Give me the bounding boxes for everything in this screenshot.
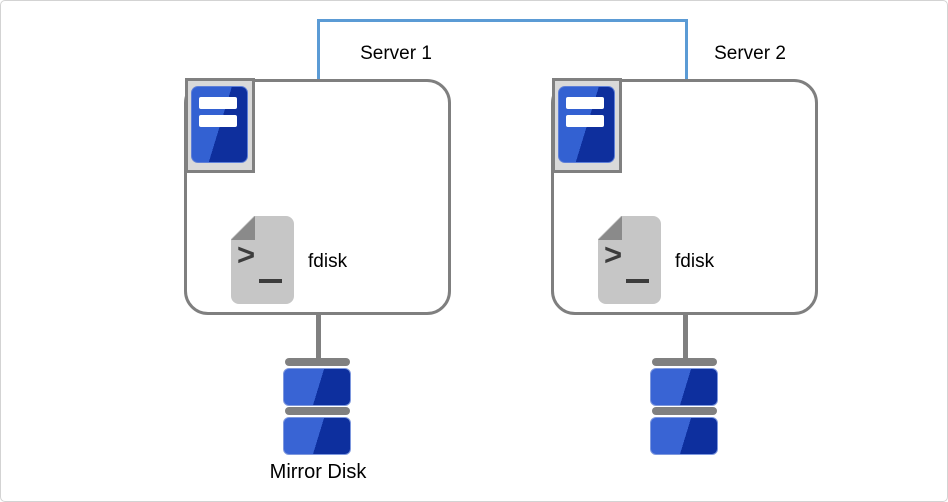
server2-command-label: fdisk (675, 251, 715, 272)
disk-stack-icon (652, 407, 717, 415)
prompt-underscore-icon (259, 279, 282, 283)
tower-slot-bar (199, 115, 237, 127)
link-line-horizontal (317, 19, 688, 22)
server2-icon-badge (552, 78, 622, 173)
disk-stack-icon (285, 407, 350, 415)
server1-label: Server 1 (360, 43, 432, 64)
server2-label: Server 2 (714, 43, 786, 64)
prompt-gt-icon: > (604, 237, 623, 272)
tower-slot-bar (566, 115, 604, 127)
server-tower-icon (191, 86, 248, 163)
server1-disk-connector (316, 314, 321, 359)
link-line-right-vertical (685, 19, 688, 80)
disk-stack-icon (650, 417, 718, 455)
tower-slot-bar (199, 97, 237, 109)
disk-stack-icon (650, 368, 718, 406)
disk-stack-icon (283, 368, 351, 406)
server1-icon-badge (185, 78, 255, 173)
terminal-script-file-icon: > (598, 216, 661, 304)
disk-stack-icon (285, 358, 350, 366)
prompt-gt-icon: > (237, 237, 256, 272)
server-tower-icon (558, 86, 615, 163)
disk-stack-icon (652, 358, 717, 366)
disk-stack-icon (283, 417, 351, 455)
link-line-left-vertical (317, 19, 320, 80)
mirror-disk-label: Mirror Disk (269, 461, 367, 483)
terminal-script-file-icon: > (231, 216, 294, 304)
server2-disk-connector (683, 314, 688, 359)
tower-slot-bar (566, 97, 604, 109)
prompt-underscore-icon (626, 279, 649, 283)
server1-command-label: fdisk (308, 251, 348, 272)
